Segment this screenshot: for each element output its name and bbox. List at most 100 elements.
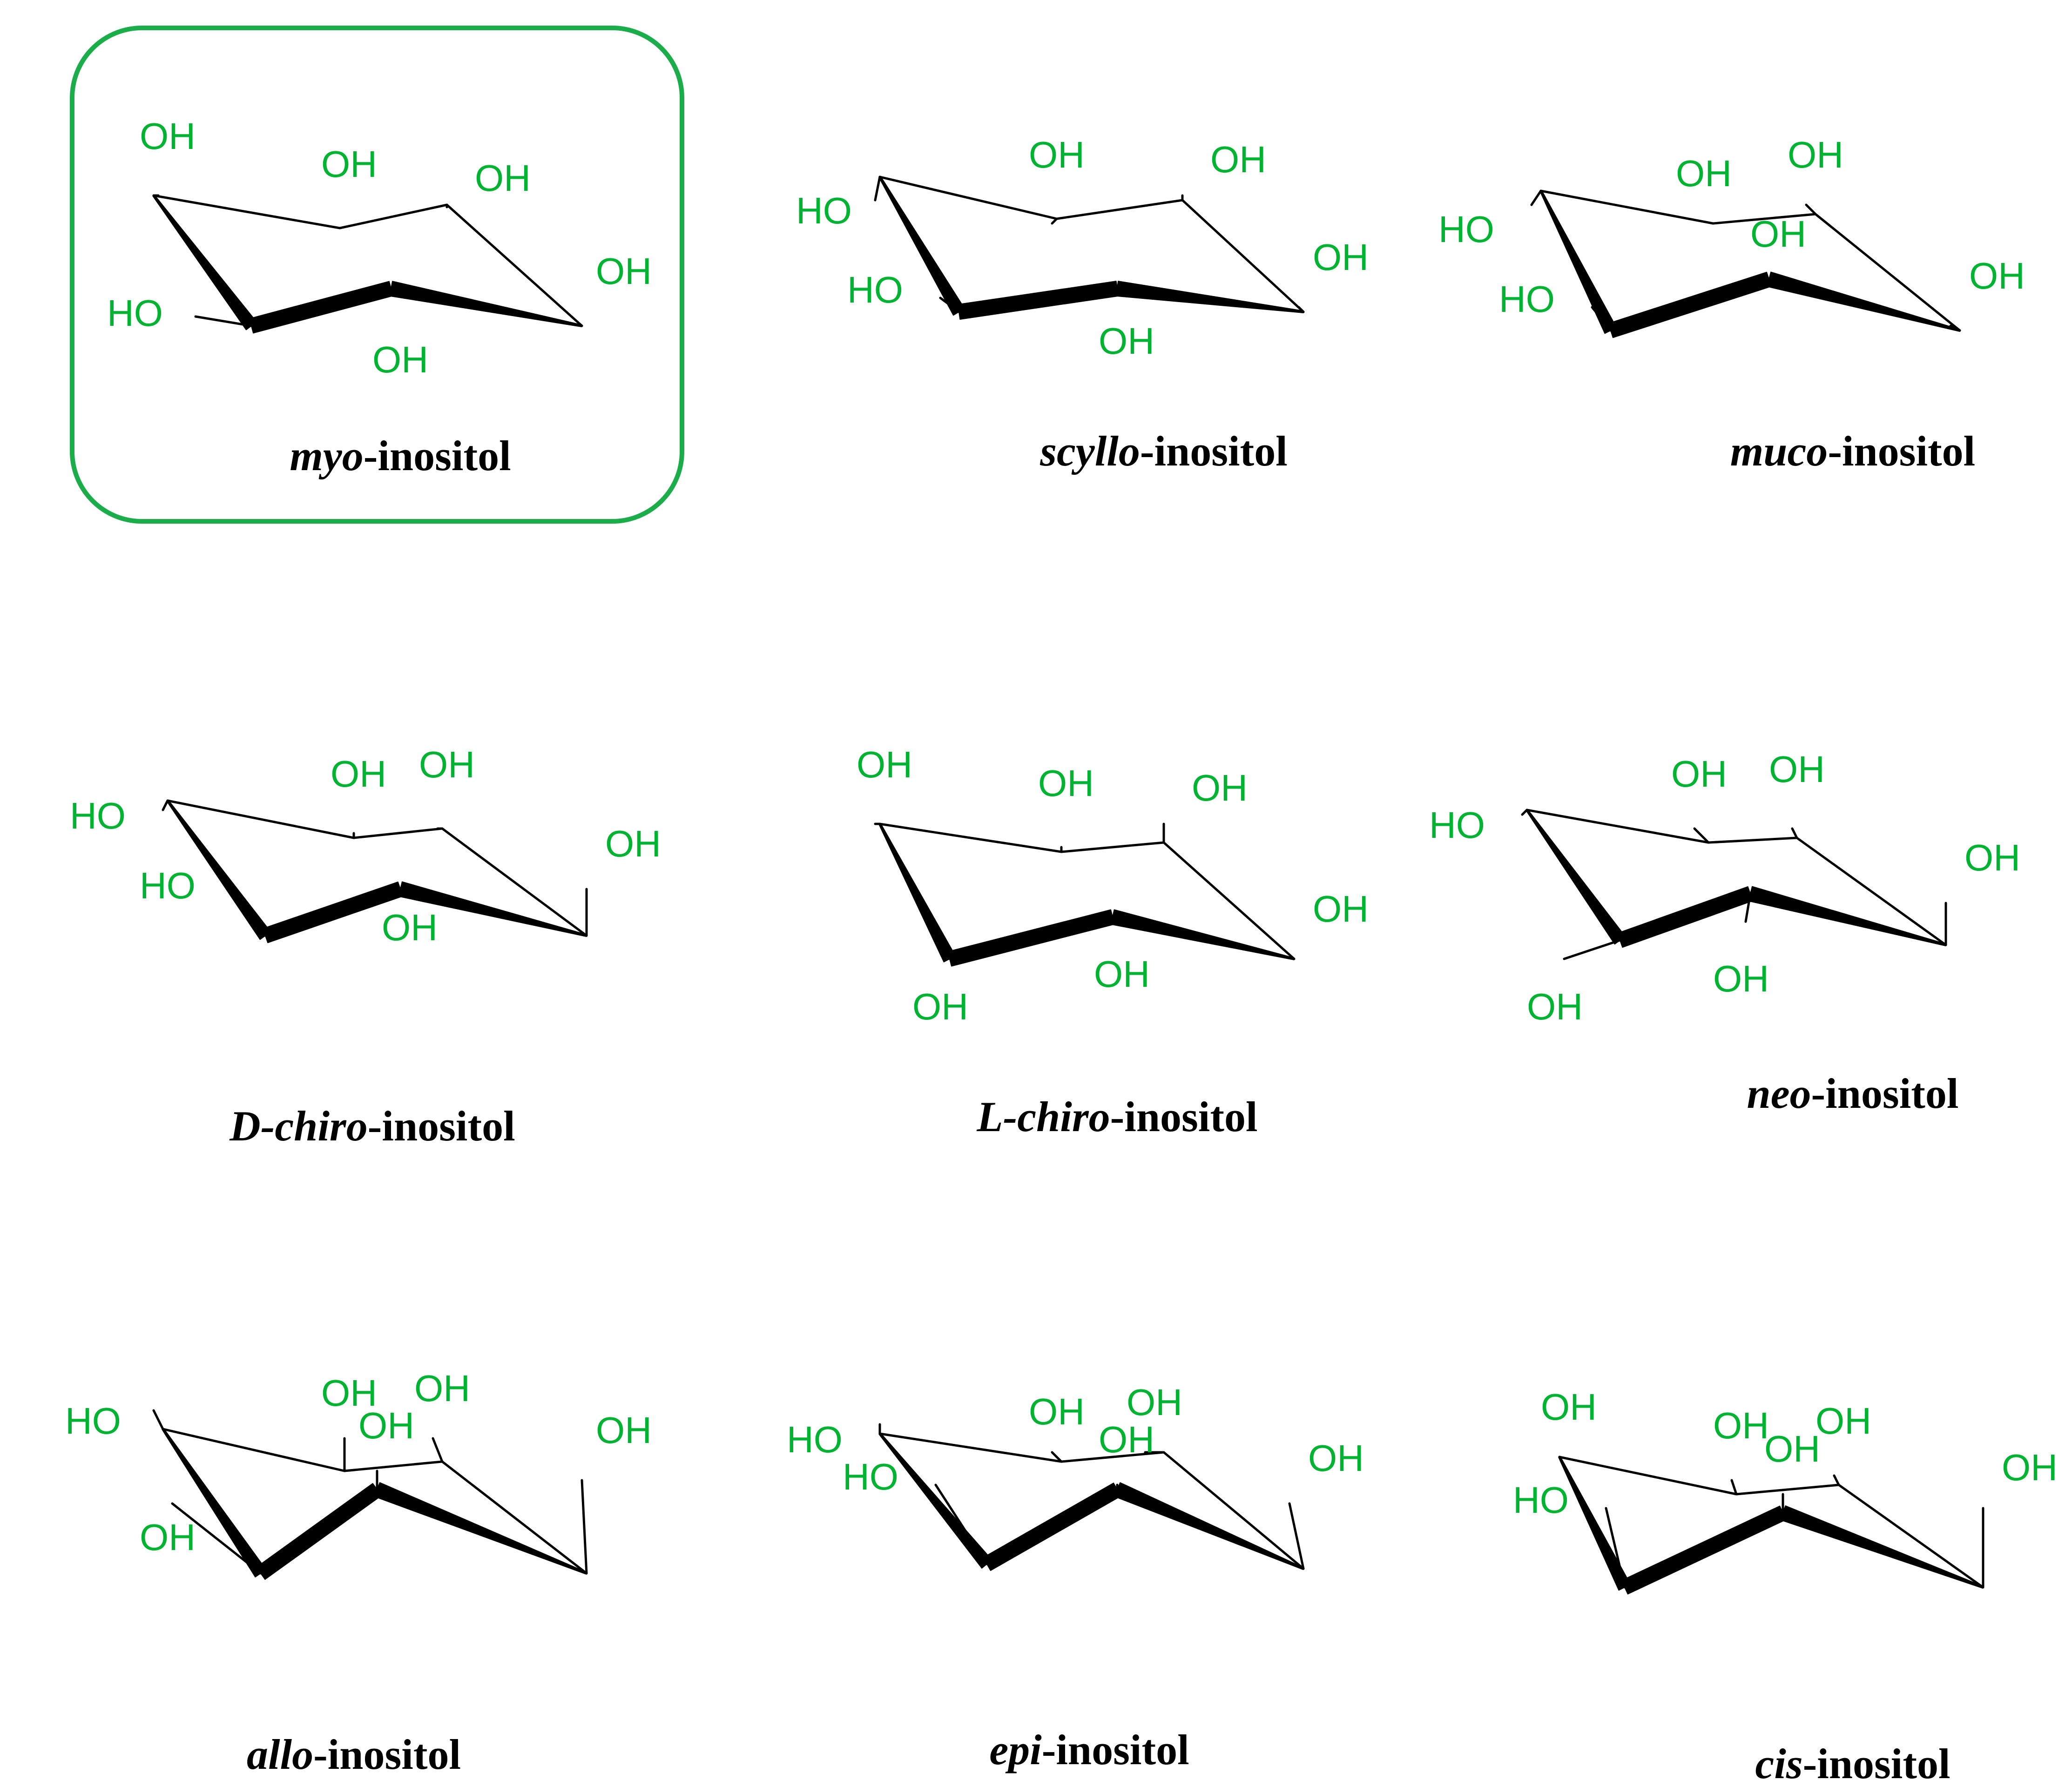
substituent-bond — [231, 892, 267, 937]
substituent-bond — [1605, 1507, 1626, 1589]
substituent-bond — [1297, 306, 1305, 313]
hydroxyl-label: OH — [372, 339, 428, 380]
hydroxyl-label: OH — [1713, 958, 1769, 999]
ring-bond-back — [1060, 841, 1165, 853]
hydroxyl-label: HO — [1499, 278, 1555, 320]
hydroxyl-label: OH — [1094, 953, 1150, 995]
hydroxyl-label: HO — [70, 795, 126, 836]
hydroxyl-label: OH — [1210, 139, 1266, 180]
ring-bond-right — [445, 203, 583, 327]
ring-bond-right — [1814, 213, 1961, 332]
hydroxyl-label: HO — [107, 292, 163, 334]
hydroxyl-label: OH — [1127, 1382, 1182, 1423]
hydroxyl-label: OH — [419, 744, 475, 785]
ring-bond-back — [878, 823, 1063, 853]
isomer-name-prefix: D-chiro — [229, 1102, 367, 1150]
isomer-name: epi-inositol — [989, 1726, 1189, 1773]
ring-bond-right — [1837, 1483, 1984, 1589]
substituent-bond — [934, 1483, 988, 1565]
hydroxyl-label: HO — [847, 269, 903, 310]
molecule-myo: OH OH OH HO OH OH myo-inositol — [70, 26, 684, 524]
hydroxyl-label: OH — [321, 1372, 377, 1414]
substituent-bond — [1949, 324, 1961, 332]
isomer-name-prefix: L-chiro — [976, 1093, 1110, 1140]
isomer-name: muco-inositol — [1730, 427, 1976, 475]
isomer-name-suffix: -inositol — [313, 1731, 461, 1778]
ring-bond-front — [957, 281, 1119, 320]
hydroxyl-label: OH — [1308, 1437, 1364, 1479]
hydroxyl-label: OH — [1769, 748, 1825, 790]
hydroxyl-label: OH — [331, 753, 386, 795]
ring-bond-right — [1162, 841, 1296, 960]
substituent-bond — [939, 297, 960, 313]
hydroxyl-label: OH — [1713, 1405, 1769, 1446]
hydroxyl-label: HO — [1438, 209, 1494, 250]
hydroxyl-label: OH — [857, 744, 912, 785]
hydroxyl-label: OH — [1969, 255, 2025, 297]
substituent-bond — [874, 175, 881, 202]
hydroxyl-label: HO — [140, 865, 196, 906]
isomer-name: D-chiro-inositol — [229, 1102, 515, 1150]
ring-bond-right — [1795, 836, 1947, 946]
substituent-bond — [1833, 1474, 1840, 1486]
substituent-bond — [1051, 1451, 1063, 1463]
isomer-name-prefix: muco — [1730, 427, 1828, 475]
isomer-name-suffix: -inositol — [1140, 427, 1288, 475]
hydroxyl-label: OH — [1527, 986, 1583, 1027]
substituent-bond — [1693, 827, 1710, 844]
isomer-name-suffix: -inositol — [1811, 1070, 1959, 1117]
isomer-name-suffix: -inositol — [364, 432, 511, 479]
hydroxyl-label: HO — [787, 1419, 843, 1460]
hydroxyl-label: OH — [596, 250, 652, 292]
substituent-bond — [171, 1502, 262, 1575]
hydroxyl-label: OH — [414, 1368, 470, 1409]
hydroxyl-label: OH — [912, 986, 968, 1027]
hydroxyl-label: OH — [321, 143, 377, 185]
hydroxyl-label: HO — [1429, 804, 1485, 846]
hydroxyl-label: OH — [475, 157, 531, 199]
highlight-box — [70, 26, 684, 524]
hydroxyl-label: OH — [1764, 1428, 1820, 1470]
isomer-name: L-chiro-inositol — [976, 1093, 1257, 1140]
isomer-name: cis-inositol — [1755, 1740, 1950, 1780]
ring-bond-back — [1055, 199, 1184, 220]
isomer-name-prefix: myo — [290, 432, 363, 479]
hydroxyl-label: OH — [358, 1405, 414, 1446]
hydroxyl-label: OH — [1029, 134, 1085, 175]
substituent-bond — [1288, 1502, 1305, 1570]
hydroxyl-label: OH — [1541, 1386, 1597, 1428]
hydroxyl-label: OH — [596, 1409, 652, 1451]
ring-bond-back — [878, 175, 1058, 220]
hydroxyl-label: OH — [1313, 888, 1369, 930]
substituent-bond — [1563, 939, 1621, 960]
ring-bond-front — [1617, 886, 1754, 948]
isomer-name-prefix: cis — [1755, 1740, 1802, 1780]
substituent-bond — [1791, 827, 1798, 839]
isomer-name-prefix: epi — [989, 1726, 1042, 1773]
hydroxyl-label: OH — [1816, 1400, 1871, 1442]
hydroxyl-label: OH — [1750, 213, 1806, 255]
hydroxyl-label: OH — [1099, 320, 1154, 362]
ring-bond-front — [947, 909, 1115, 967]
hydroxyl-label: OH — [2002, 1447, 2058, 1488]
substituent-bond — [162, 799, 169, 811]
isomer-name-suffix: -inositol — [1110, 1093, 1258, 1140]
substituent-bond — [152, 1409, 164, 1430]
hydroxyl-label: OH — [1038, 762, 1094, 804]
ring-bond-back — [343, 1460, 444, 1472]
hydroxyl-label: OH — [140, 1517, 196, 1558]
ring-bond-right — [1162, 1451, 1305, 1570]
hydroxyl-label: OH — [605, 823, 661, 864]
substituent-bond — [1051, 217, 1058, 225]
substituent-bond — [580, 1479, 588, 1575]
hydroxyl-label: OH — [1099, 1419, 1154, 1460]
substituent-bond — [194, 315, 253, 327]
isomer-name-suffix: -inositol — [1828, 427, 1975, 475]
hydroxyl-label: OH — [140, 115, 196, 157]
